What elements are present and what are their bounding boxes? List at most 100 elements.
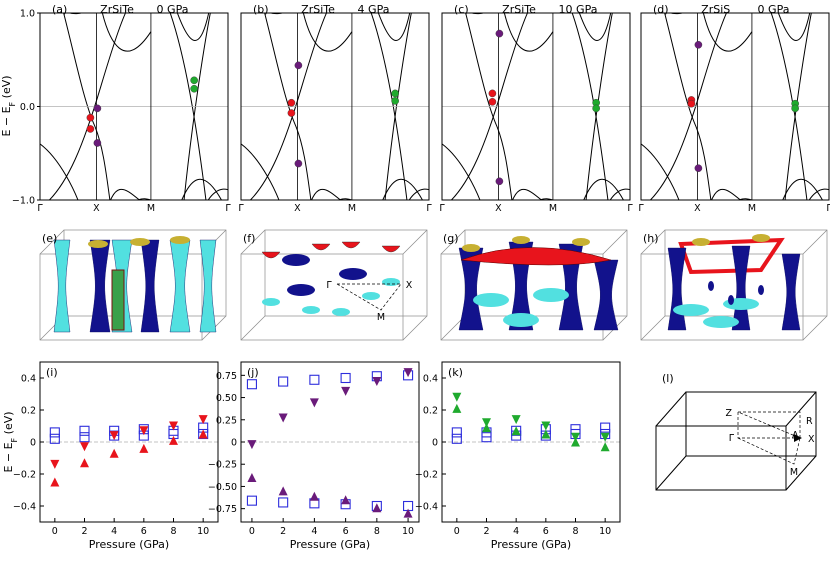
- data-point-triangle-up: [372, 503, 382, 513]
- band-line: [110, 188, 141, 200]
- fermi-pocket: [332, 308, 350, 316]
- band-line: [337, 198, 353, 200]
- band-panel-frame: [441, 12, 631, 201]
- band-line: [669, 13, 685, 15]
- data-point-square: [246, 495, 257, 506]
- y-axis-label: E − EF (eV): [0, 75, 17, 136]
- kpath-label: M: [748, 203, 756, 214]
- data-point-triangle-down: [198, 415, 208, 425]
- kpath-label: Γ: [426, 203, 432, 214]
- band-line: [784, 13, 812, 200]
- crossing-point-purple: [93, 104, 102, 113]
- kpoint-label: M: [377, 312, 385, 323]
- data-point-square: [309, 374, 320, 385]
- fermi-surfaces: [458, 236, 619, 331]
- data-point-square: [246, 379, 257, 390]
- fermi-pocket: [708, 281, 714, 291]
- fermi-surfaces: [261, 241, 401, 316]
- data-point-triangle-down: [482, 418, 491, 428]
- band-line: [503, 13, 554, 52]
- kpath-label: X: [93, 203, 100, 214]
- y-tick-label: 0.50: [216, 393, 237, 404]
- x-tick-label: 0: [52, 526, 58, 537]
- fermi-pocket: [781, 253, 801, 331]
- band-line: [770, 13, 808, 200]
- fermi-surface-h: (h): [640, 229, 828, 341]
- fermi-pocket: [287, 284, 315, 296]
- data-point-triangle-up: [511, 426, 521, 436]
- x-tick-label: 4: [311, 526, 317, 537]
- y-tick-label: −0.2: [13, 470, 36, 481]
- data-point-triangle-up: [80, 458, 89, 468]
- panel-letter: (c): [454, 3, 469, 16]
- band-lines: [241, 13, 429, 200]
- band-line: [176, 13, 210, 41]
- fermi-pocket: [111, 269, 125, 331]
- data-point-triangle-down: [452, 392, 462, 402]
- material-label: ZrSiTe: [502, 3, 536, 16]
- bz-point-label: X: [808, 434, 815, 445]
- fermi-pocket: [473, 293, 509, 307]
- crossing-point-purple: [694, 164, 703, 173]
- box-back: [264, 229, 428, 317]
- data-point-triangle-up: [109, 448, 119, 458]
- y-tick-label: 0.4: [423, 374, 438, 385]
- kpath-label: Γ: [826, 203, 830, 214]
- data-point-triangle-down: [169, 421, 178, 431]
- band-lines: [40, 13, 228, 200]
- x-tick-label: 2: [81, 526, 87, 537]
- y-tick-label: 0.25: [216, 415, 237, 426]
- box-edge: [39, 229, 65, 255]
- fermi-pocket: [53, 239, 71, 333]
- band-line: [470, 13, 486, 15]
- fermi-pocket: [140, 239, 160, 333]
- fermi-pocket: [89, 239, 111, 333]
- fermi-pocket: [199, 239, 217, 333]
- kpoint-label: X: [406, 280, 413, 291]
- y-tick-label: −0.25: [208, 460, 237, 471]
- band-line: [63, 13, 111, 200]
- band-line: [664, 13, 712, 200]
- data-point-square: [49, 433, 60, 444]
- fermi-pocket: [261, 251, 281, 259]
- crossing-point-purple: [694, 40, 703, 49]
- data-point-triangle-down: [600, 432, 610, 442]
- data-point-triangle-up: [139, 443, 149, 453]
- x-axis-label: Pressure (GPa): [290, 538, 370, 551]
- y-tick-label: −0.50: [208, 482, 237, 493]
- band-line: [583, 178, 624, 200]
- fermi-surface-e: (e): [39, 229, 227, 341]
- fermi-cap: [170, 236, 190, 244]
- fermi-pocket: [558, 243, 584, 331]
- y-tick-label: −0.75: [208, 504, 237, 515]
- crossing-point-green: [190, 84, 198, 93]
- box-edge: [802, 229, 828, 255]
- fermi-pocket: [731, 245, 751, 331]
- data-point-square: [278, 497, 289, 508]
- kpath-label: Γ: [225, 203, 231, 214]
- crossing-point-green: [592, 104, 600, 113]
- fermi-pocket: [533, 288, 569, 302]
- crossing-point-red: [488, 98, 497, 106]
- y-tick-label: 0.0: [20, 102, 35, 113]
- panel-letter: (l): [662, 372, 674, 385]
- bz-arrow: [794, 434, 802, 442]
- crossing-point-red: [86, 125, 95, 133]
- data-point-triangle-up: [482, 423, 491, 433]
- band-line: [737, 198, 753, 200]
- band-panel-frame: [240, 12, 430, 201]
- y-tick-label: 0.75: [216, 371, 237, 382]
- material-label: ZrSiS: [701, 3, 730, 16]
- y-tick-label: −0.2: [415, 470, 438, 481]
- data-point-triangle-up: [600, 442, 610, 452]
- x-tick-label: 2: [280, 526, 286, 537]
- kpath-label: Γ: [627, 203, 633, 214]
- fermi-pocket: [381, 245, 401, 253]
- fermi-pocket: [503, 313, 539, 327]
- brillouin-zone-panel: (l)ZRAΓXM: [655, 372, 817, 491]
- fermi-pocket: [169, 239, 191, 333]
- x-tick-label: 10: [599, 526, 611, 537]
- fermi-pocket: [362, 292, 380, 300]
